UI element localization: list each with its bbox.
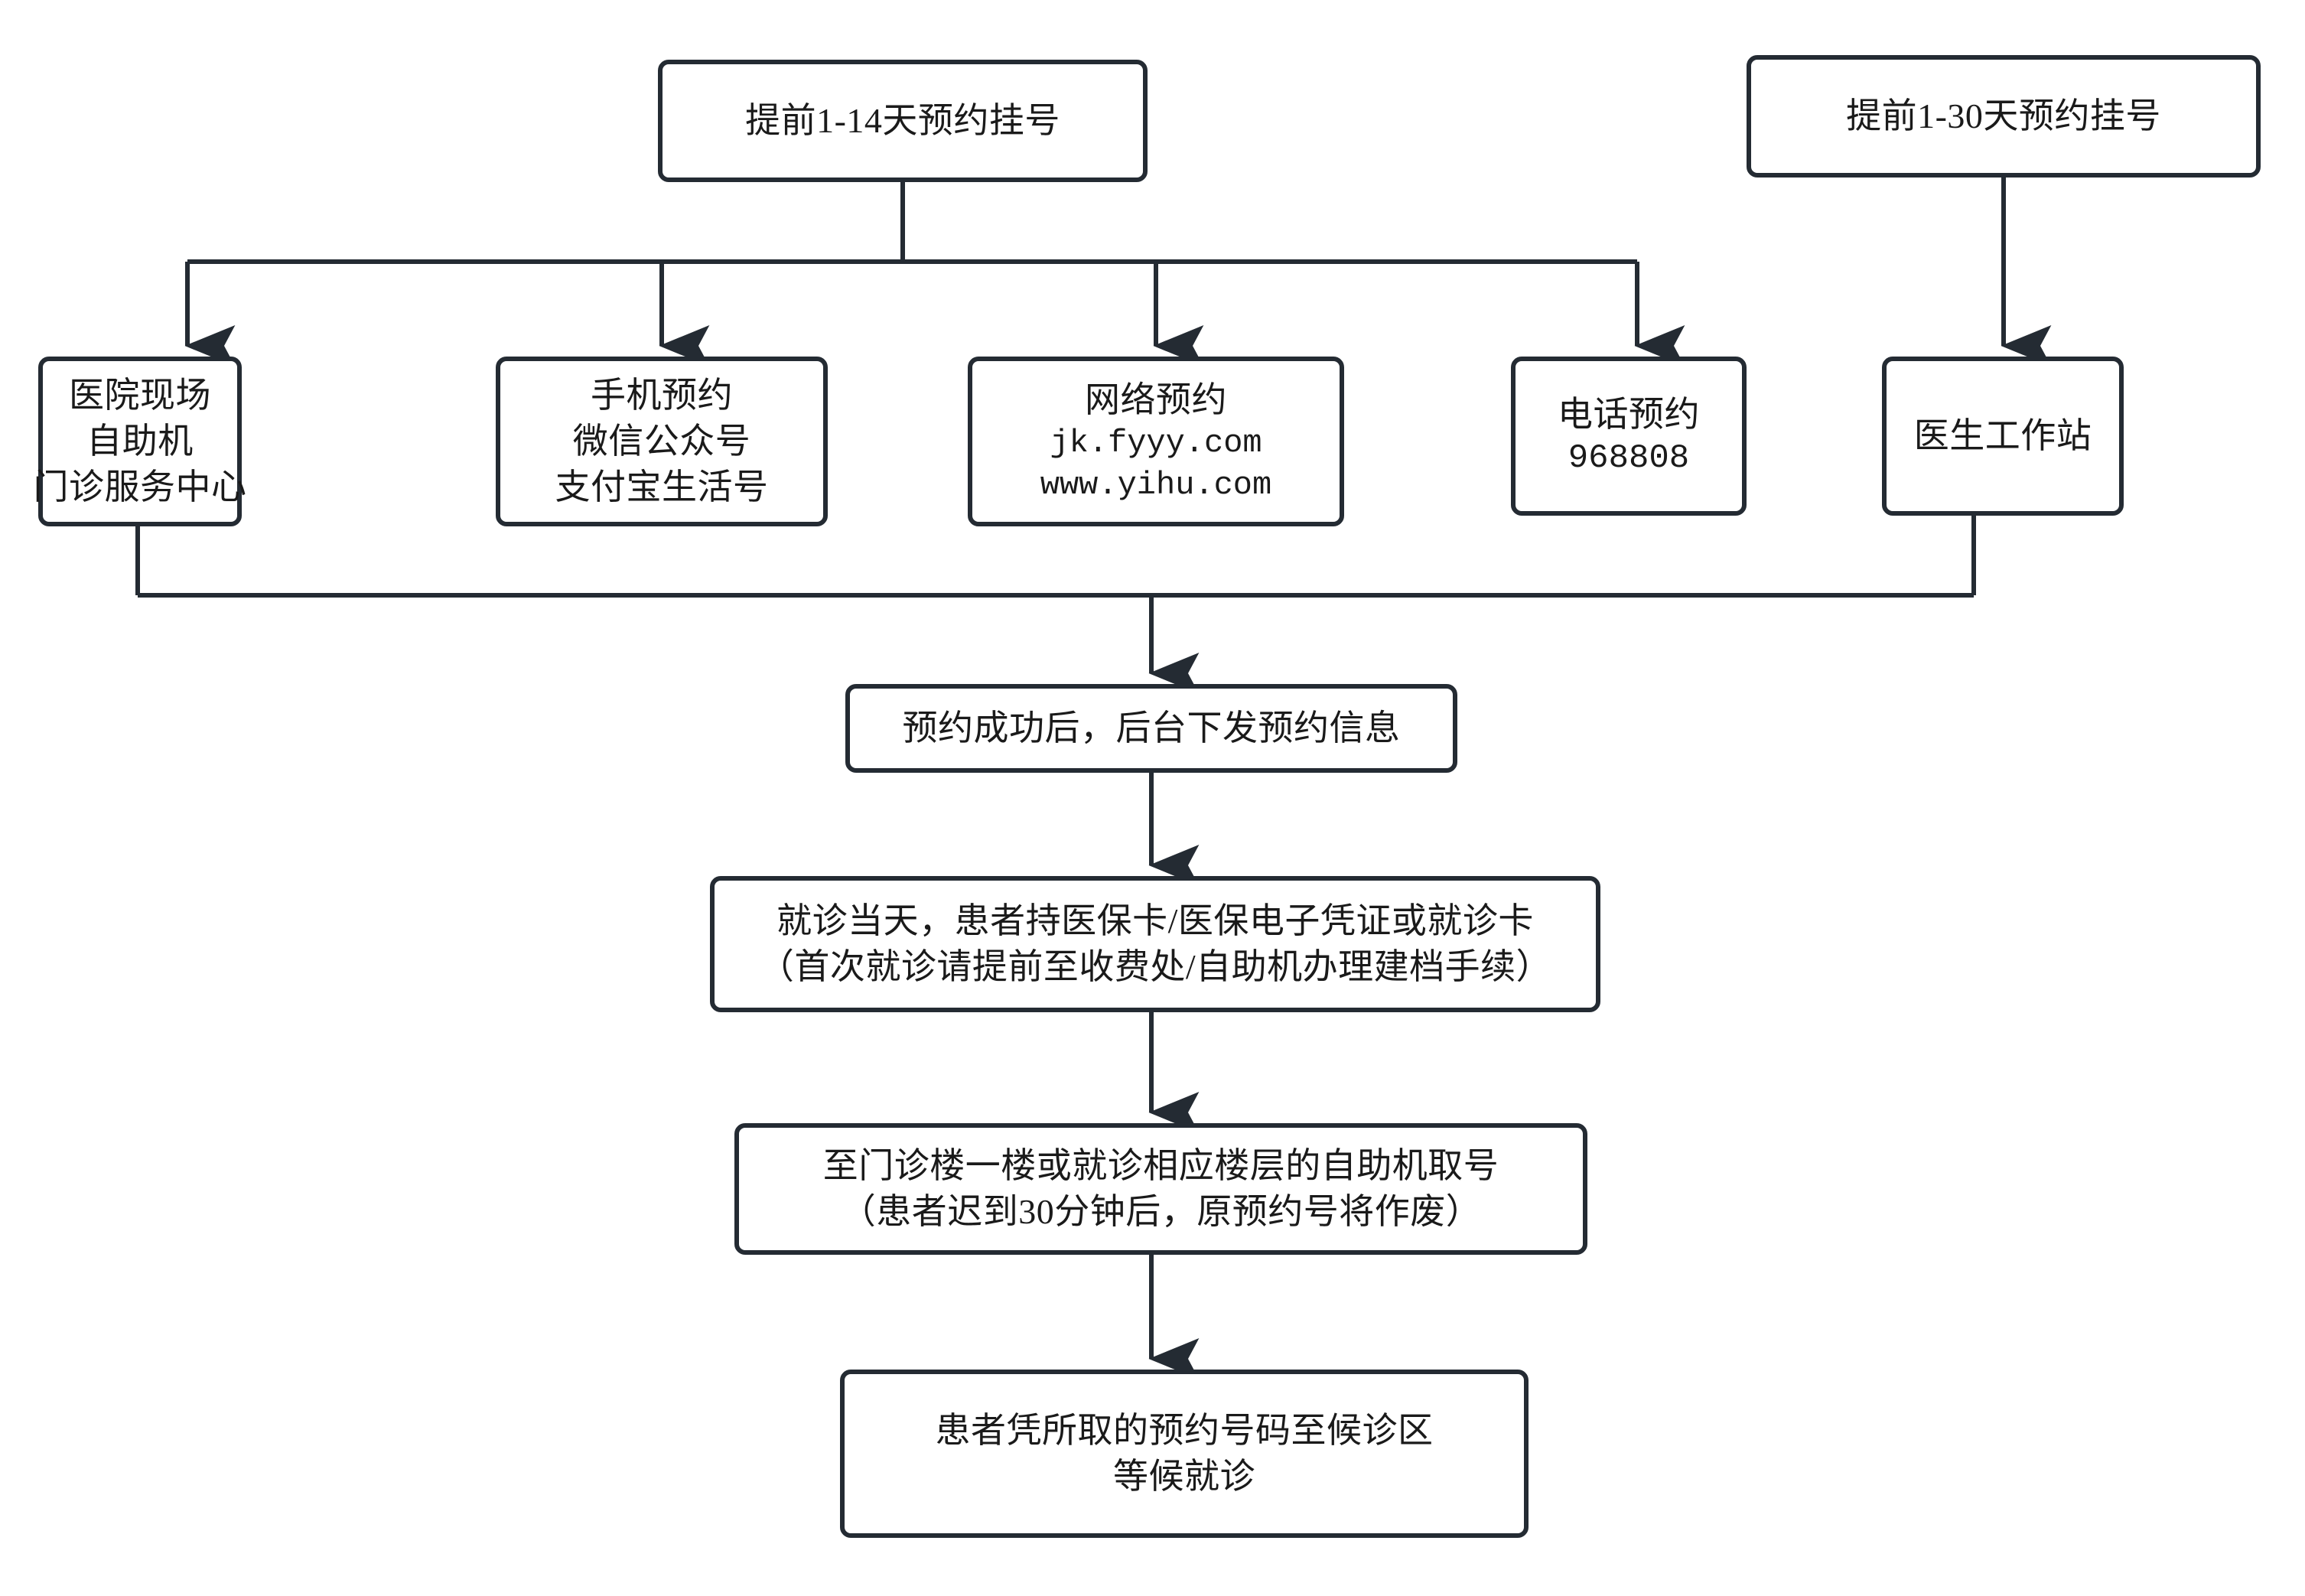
node-line: 电话预约 (1558, 394, 1700, 434)
node-get-ticket-kiosk[interactable]: 至门诊楼一楼或就诊相应楼层的自助机取号 （患者迟到30分钟后，原预约号将作废） (734, 1123, 1587, 1255)
node-line: 自助机 (86, 422, 194, 461)
node-line: 支付宝生活号 (555, 467, 769, 506)
node-line: 医生工作站 (1913, 416, 2092, 456)
node-line: 等候就诊 (1113, 1457, 1255, 1496)
node-phone-booking[interactable]: 电话预约 968808 (1511, 357, 1747, 516)
node-line: 门诊服务中心 (33, 467, 247, 506)
phone-number: 968808 (1568, 439, 1690, 478)
node-line: 手机预约 (591, 376, 733, 415)
node-booking-success-notify[interactable]: 预约成功后，后台下发预约信息 (845, 684, 1457, 773)
node-line: 医院现场 (69, 376, 211, 415)
web-url-primary[interactable]: jk.fyyy.com (1050, 425, 1262, 462)
node-mobile-booking[interactable]: 手机预约 微信公众号 支付宝生活号 (496, 357, 828, 526)
node-doctor-workstation[interactable]: 医生工作站 (1882, 357, 2124, 516)
web-url-secondary[interactable]: www.yihu.com (1040, 466, 1272, 503)
node-wait-area[interactable]: 患者凭所取的预约号码至候诊区 等候就诊 (840, 1370, 1529, 1538)
node-bring-cards[interactable]: 就诊当天，患者持医保卡/医保电子凭证或就诊卡 （首次就诊请提前至收费处/自助机办… (710, 876, 1600, 1012)
node-advance-30-days[interactable]: 提前1-30天预约挂号 (1747, 55, 2261, 178)
node-line: 预约成功后，后台下发预约信息 (902, 708, 1401, 748)
node-line: 网络预约 (1085, 379, 1227, 419)
node-advance-14-days[interactable]: 提前1-14天预约挂号 (658, 60, 1148, 182)
node-line: 就诊当天，患者持医保卡/医保电子凭证或就诊卡 (776, 901, 1534, 941)
node-web-booking[interactable]: 网络预约 jk.fyyy.com www.yihu.com (968, 357, 1344, 526)
node-line: 提前1-30天预约挂号 (1846, 96, 2161, 136)
node-line-note: （首次就诊请提前至收费处/自助机办理建档手续） (758, 947, 1552, 986)
node-line: 提前1-14天预约挂号 (745, 101, 1060, 141)
node-line: 患者凭所取的预约号码至候诊区 (935, 1411, 1434, 1451)
node-line: 微信公众号 (572, 422, 751, 461)
node-line: 至门诊楼一楼或就诊相应楼层的自助机取号 (822, 1146, 1499, 1186)
node-hospital-onsite[interactable]: 医院现场 自助机 门诊服务中心 (34, 357, 246, 526)
node-line-note: （患者迟到30分钟后，原预约号将作废） (840, 1192, 1482, 1231)
